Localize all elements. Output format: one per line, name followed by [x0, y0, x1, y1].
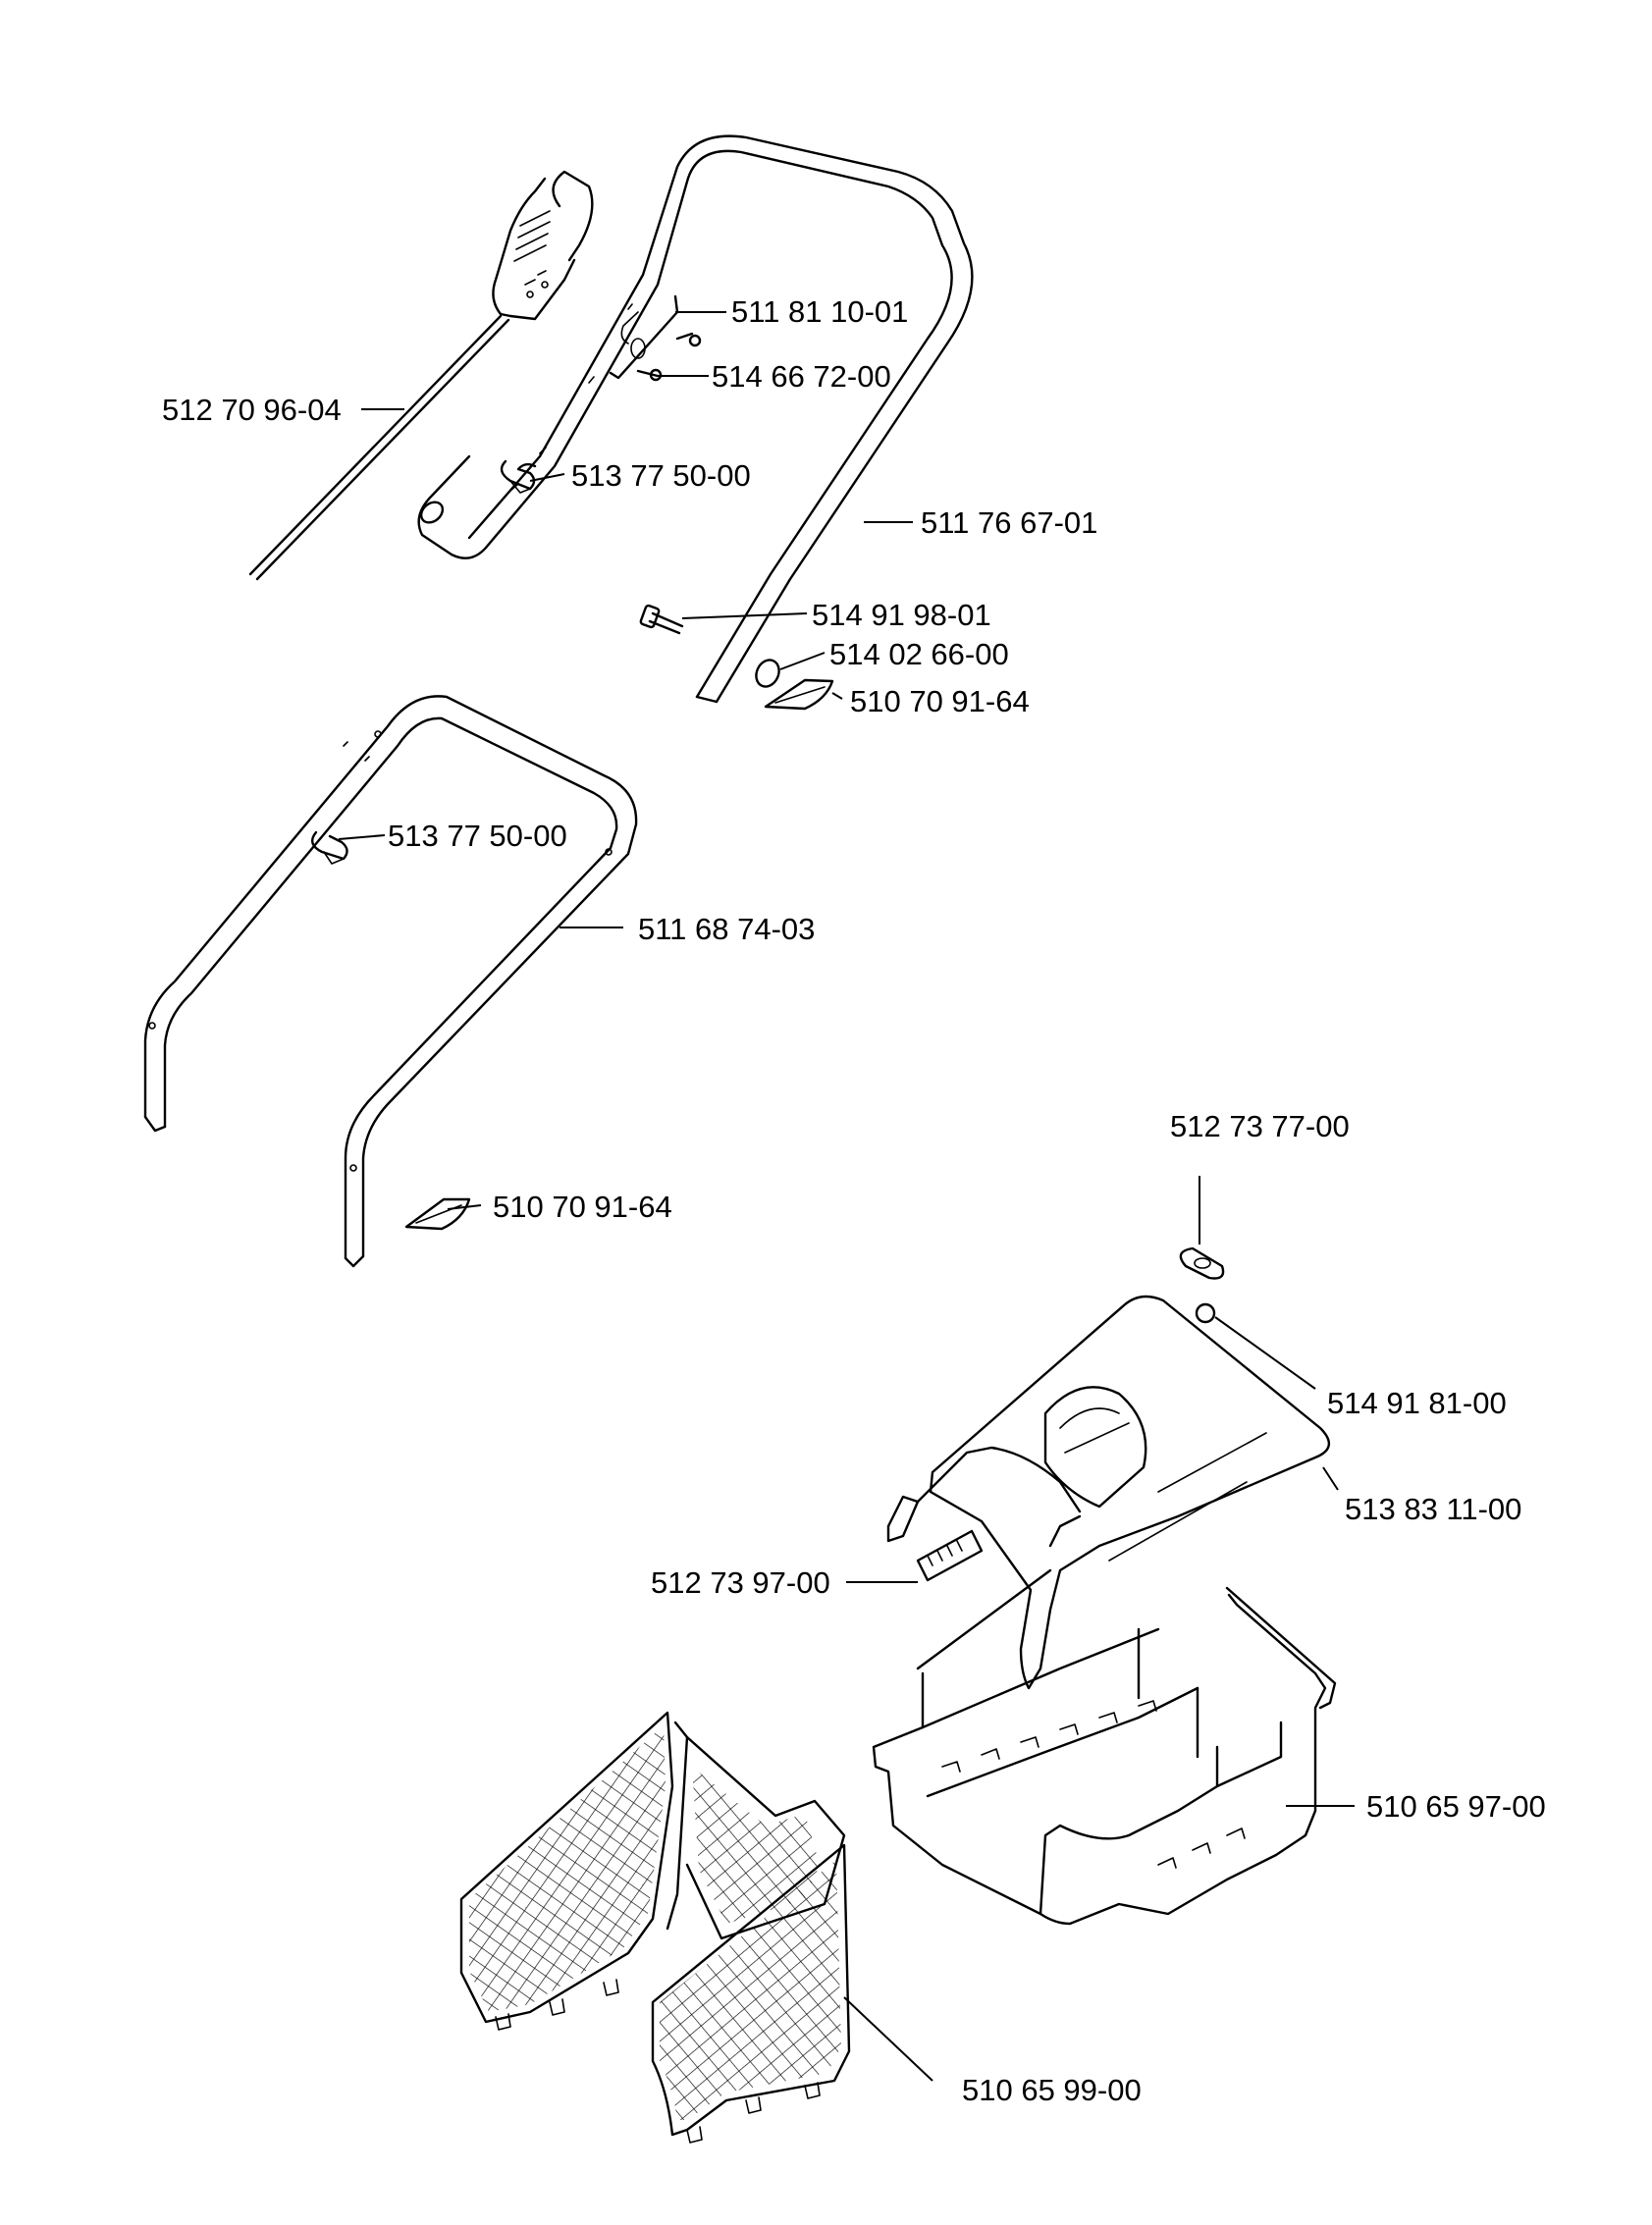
cable-bracket — [609, 294, 679, 380]
part-label-512-73-97-00: 512 73 97-00 — [651, 1565, 830, 1600]
catcher-bag — [459, 1711, 851, 2144]
part-labels: 511 81 10-01 514 66 72-00 512 70 96-04 5… — [162, 294, 1546, 2107]
throttle-cable — [248, 314, 510, 581]
part-label-513-77-50-00-upper: 513 77 50-00 — [571, 458, 751, 493]
part-label-512-73-77-00: 512 73 77-00 — [1170, 1109, 1350, 1143]
lower-handle — [143, 695, 638, 1268]
knob-upper — [764, 678, 834, 711]
part-label-510-65-97-00: 510 65 97-00 — [1366, 1789, 1546, 1824]
lock-washer — [1179, 1246, 1225, 1280]
part-label-512-70-96-04: 512 70 96-04 — [162, 393, 342, 427]
part-label-510-70-91-64-lower: 510 70 91-64 — [493, 1190, 672, 1224]
part-label-513-77-50-00-lower: 513 77 50-00 — [388, 819, 567, 853]
part-label-513-83-11-00: 513 83 11-00 — [1345, 1492, 1521, 1526]
control-bar — [492, 170, 594, 321]
washer-upper — [755, 659, 780, 688]
cable-clip-lower — [310, 830, 348, 865]
catcher-cover — [886, 1295, 1330, 1690]
catcher-frame — [872, 1514, 1337, 1926]
part-label-514-02-66-00: 514 02 66-00 — [829, 637, 1009, 671]
cover-latch — [916, 1529, 984, 1582]
part-label-511-68-74-03: 511 68 74-03 — [638, 912, 815, 946]
part-label-514-91-81-00: 514 91 81-00 — [1327, 1386, 1507, 1420]
part-label-511-81-10-01: 511 81 10-01 — [731, 294, 908, 329]
part-label-514-66-72-00: 514 66 72-00 — [712, 359, 891, 394]
part-label-514-91-98-01: 514 91 98-01 — [812, 598, 991, 632]
upper-handle — [417, 134, 974, 704]
part-label-510-70-91-64-upper: 510 70 91-64 — [850, 684, 1030, 718]
leader-lines — [338, 311, 1355, 2082]
rivet — [1195, 1302, 1216, 1324]
bracket-screws — [636, 332, 702, 382]
part-label-511-76-67-01: 511 76 67-01 — [921, 505, 1097, 540]
part-label-510-65-99-00: 510 65 99-00 — [962, 2073, 1142, 2107]
cable-clip-upper — [500, 459, 537, 494]
handle-bolt — [639, 604, 684, 635]
knob-lower — [404, 1197, 471, 1231]
